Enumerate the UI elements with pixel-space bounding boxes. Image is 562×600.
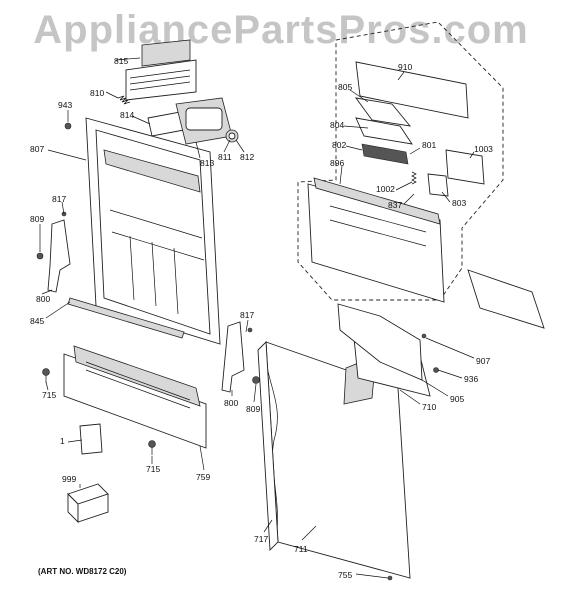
part-999-kit-box[interactable] bbox=[67, 483, 109, 524]
label-999: 999 bbox=[62, 474, 76, 484]
label-815: 815 bbox=[114, 56, 128, 66]
label-896: 896 bbox=[330, 158, 344, 168]
part-896-control-panel[interactable] bbox=[307, 177, 445, 303]
label-807: 807 bbox=[30, 144, 44, 154]
part-715-screw-b[interactable] bbox=[148, 440, 156, 456]
part-755-screw[interactable] bbox=[387, 575, 393, 581]
label-717: 717 bbox=[254, 534, 268, 544]
part-1-literature[interactable] bbox=[79, 423, 103, 455]
label-936: 936 bbox=[464, 374, 478, 384]
art-number: (ART NO. WD8172 C20) bbox=[38, 567, 127, 576]
leader-lines bbox=[39, 57, 475, 579]
part-803-switch[interactable] bbox=[427, 173, 449, 197]
part-910-panel-bracket[interactable] bbox=[355, 61, 469, 119]
part-805-bracket[interactable] bbox=[354, 97, 412, 127]
part-804-bracket[interactable] bbox=[355, 117, 413, 145]
part-943-screw[interactable] bbox=[64, 122, 72, 130]
part-800-hinge-left[interactable] bbox=[36, 211, 71, 293]
label-802: 802 bbox=[332, 140, 346, 150]
label-755: 755 bbox=[338, 570, 352, 580]
part-907-screw[interactable] bbox=[421, 333, 427, 339]
label-800-b: 800 bbox=[224, 398, 238, 408]
label-845: 845 bbox=[30, 316, 44, 326]
part-759-bottom-trim[interactable] bbox=[63, 345, 207, 449]
label-813: 813 bbox=[200, 158, 214, 168]
label-817-a: 817 bbox=[52, 194, 66, 204]
label-812: 812 bbox=[240, 152, 254, 162]
part-labels: 815 810 943 814 807 813 811 812 817 809 … bbox=[30, 56, 493, 580]
label-801: 801 bbox=[422, 140, 436, 150]
label-809-a: 809 bbox=[30, 214, 44, 224]
label-905: 905 bbox=[450, 394, 464, 404]
label-943: 943 bbox=[58, 100, 72, 110]
part-vent-duct[interactable] bbox=[467, 269, 545, 329]
label-1003: 1003 bbox=[474, 144, 493, 154]
part-1003-board[interactable] bbox=[445, 149, 485, 185]
label-910: 910 bbox=[398, 62, 412, 72]
part-810-spring[interactable] bbox=[117, 95, 131, 105]
control-panel-group-outline bbox=[297, 21, 504, 301]
part-936-screw[interactable] bbox=[433, 367, 439, 373]
label-800-a: 800 bbox=[36, 294, 50, 304]
label-804: 804 bbox=[330, 120, 344, 130]
label-809-b: 809 bbox=[246, 404, 260, 414]
label-907: 907 bbox=[476, 356, 490, 366]
label-1: 1 bbox=[60, 436, 65, 446]
label-817-b: 817 bbox=[240, 310, 254, 320]
part-807-inner-door[interactable] bbox=[85, 117, 221, 345]
label-814: 814 bbox=[120, 110, 134, 120]
label-837: 837 bbox=[388, 200, 402, 210]
part-802-control-board[interactable] bbox=[361, 143, 409, 165]
label-759: 759 bbox=[196, 472, 210, 482]
part-845-gasket[interactable] bbox=[67, 297, 185, 339]
part-811-812-knobs[interactable] bbox=[225, 129, 239, 143]
label-710: 710 bbox=[422, 402, 436, 412]
label-811: 811 bbox=[218, 152, 232, 162]
label-805: 805 bbox=[338, 82, 352, 92]
part-814-dispenser[interactable] bbox=[147, 97, 233, 145]
label-711: 711 bbox=[294, 544, 308, 554]
label-715-a: 715 bbox=[42, 390, 56, 400]
part-800-hinge-right[interactable] bbox=[221, 321, 260, 393]
label-715-b: 715 bbox=[146, 464, 160, 474]
part-715-screw-a[interactable] bbox=[42, 368, 50, 384]
label-810: 810 bbox=[90, 88, 104, 98]
part-815-vent[interactable] bbox=[125, 39, 197, 101]
label-803: 803 bbox=[452, 198, 466, 208]
part-711-outer-door[interactable] bbox=[257, 340, 411, 579]
part-1002-spring[interactable] bbox=[411, 171, 417, 185]
label-1002: 1002 bbox=[376, 184, 395, 194]
